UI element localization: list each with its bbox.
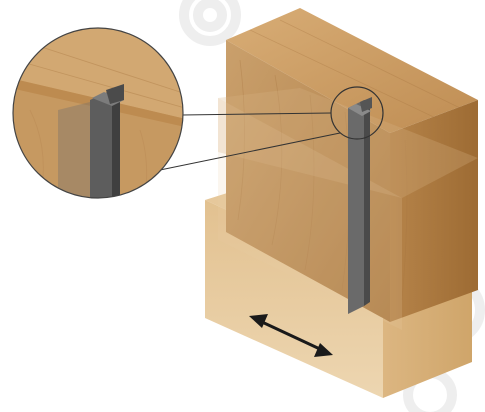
zoom-detail <box>10 25 190 205</box>
metal-bracket <box>348 97 372 314</box>
